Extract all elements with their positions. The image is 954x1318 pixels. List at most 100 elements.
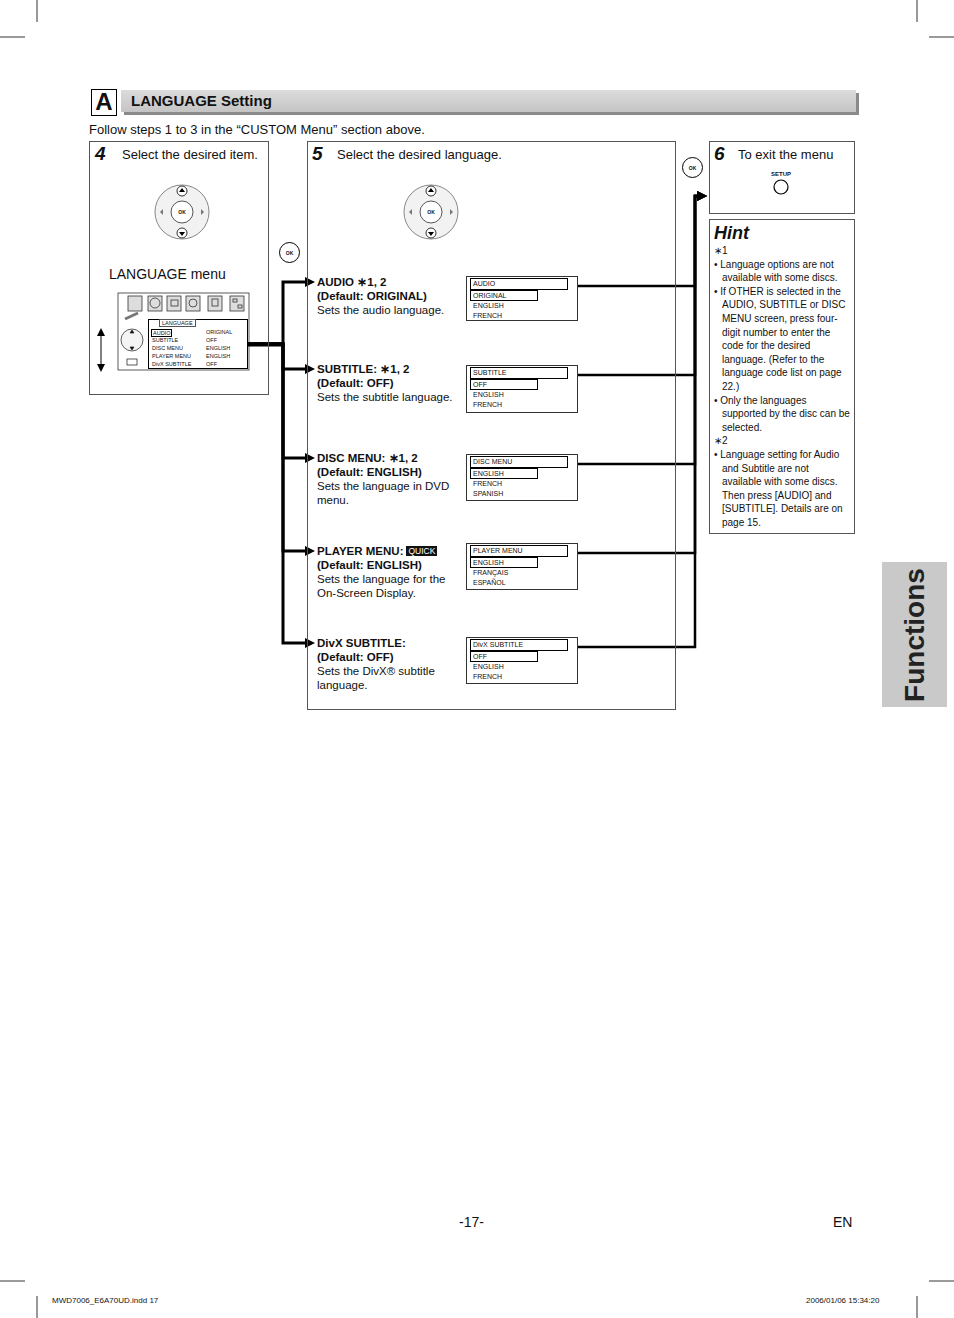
connector-arrow — [578, 191, 707, 286]
node-text: DISC MENU — [152, 345, 183, 351]
option-screen: DISC MENUENGLISHFRENCHSPANISH — [466, 454, 578, 501]
node-text: 5 — [312, 143, 323, 165]
node-text: To exit the menu — [738, 147, 833, 162]
node-text: 4 — [95, 143, 106, 165]
option-screen: SUBTITLEOFFENGLISHFRENCH — [466, 365, 578, 413]
page-number: -17- — [459, 1214, 484, 1230]
node-text: FRENCH — [470, 479, 574, 489]
node-text: Sets the subtitle language. — [317, 390, 463, 404]
node-text: ∗2 — [714, 434, 850, 448]
node-text: PLAYER MENU: — [317, 545, 403, 557]
node-text: OFF — [470, 379, 538, 391]
node-text: DISC MENU: ∗1, 2 — [317, 451, 463, 465]
language-code: EN — [833, 1214, 852, 1230]
node-text: Sets the language in DVD menu. — [317, 479, 463, 507]
node-text: ENGLISH — [470, 390, 574, 400]
section-tab: Functions — [882, 562, 947, 707]
node-text: (Default: OFF) — [317, 376, 463, 390]
node-text: OK — [280, 243, 299, 263]
node-text: ESPAÑOL — [470, 578, 574, 588]
step-box: 4 Select the desired item. LANGUAGE menuLA… — [89, 141, 269, 395]
print-date: 2006/01/06 15:34:20 — [806, 1296, 879, 1305]
node-text: FRENCH — [470, 400, 574, 410]
connector-arrow — [248, 344, 315, 648]
setting-item: PLAYER MENU:QUICK (Default: ENGLISH)Sets … — [317, 544, 463, 600]
node-text: OFF — [206, 337, 217, 343]
node-text: OFF — [206, 361, 217, 367]
node-text: OFF — [470, 651, 538, 663]
node-text: • Language setting for Audio and Subtitl… — [714, 448, 850, 530]
node-text: ∗1 — [714, 244, 850, 258]
node-text: ENGLISH — [206, 345, 230, 351]
setting-item: AUDIO ∗1, 2(Default: ORIGINAL)Sets the a… — [317, 275, 463, 317]
node-text: DivX SUBTITLE — [152, 361, 191, 367]
option-screen: PLAYER MENUENGLISHFRANÇAISESPAÑOL — [466, 543, 578, 590]
option-screen: DivX SUBTITLEOFFENGLISHFRENCH — [466, 637, 578, 684]
instruction-note: Follow steps 1 to 3 in the “CUSTOM Menu”… — [89, 122, 425, 137]
language-menu: LANGUAGE AUDIO ORIGINAL SUBTITLE OFF DISC MEN… — [148, 319, 248, 369]
node-text: SUBTITLE — [152, 337, 178, 343]
node-text: QUICK — [406, 546, 437, 556]
node-text: Select the desired language. — [337, 147, 502, 162]
node-text: ENGLISH — [470, 468, 538, 480]
node-text: SUBTITLE — [470, 367, 568, 379]
connector-arrow — [578, 191, 707, 553]
node-text: ENGLISH — [470, 557, 538, 569]
file-name: MWD7006_E6A70UD.indd 17 — [52, 1296, 158, 1305]
ok-button: OK — [279, 242, 300, 263]
node-text: • Language options are not available wit… — [714, 258, 850, 285]
node-text: LANGUAGE Setting — [131, 92, 846, 109]
step-box: 5 Select the desired language. AUDIO ∗1, 2… — [307, 141, 676, 710]
node-text: (Default: ENGLISH) — [317, 465, 463, 479]
node-text: DivX SUBTITLE: — [317, 636, 463, 650]
node-text: FRENCH — [470, 311, 574, 321]
node-text: PLAYER MENU — [470, 545, 568, 557]
button-label: OK — [178, 209, 186, 215]
joystick-step5 — [404, 185, 458, 239]
ok-button: OK — [682, 157, 703, 178]
node-text: LANGUAGE — [159, 319, 196, 327]
node-text: Sets the DivX® subtitle language. — [317, 664, 463, 692]
section-band: LANGUAGE Setting — [121, 90, 856, 112]
hint-box: Hint∗1• Language options are not availab… — [709, 219, 855, 534]
node-text: AUDIO — [151, 329, 172, 337]
node-text: (Default: OFF) — [317, 650, 463, 664]
node-text: OK — [683, 158, 702, 178]
node-text: Select the desired item. — [122, 147, 258, 162]
node-text: ENGLISH — [470, 301, 574, 311]
node-text: Sets the language for the On-Screen Disp… — [317, 572, 463, 600]
button-label: SETUP — [771, 171, 791, 177]
node-text: LANGUAGE menu — [109, 266, 226, 282]
connector-arrow — [578, 191, 707, 375]
node-text: ORIGINAL — [470, 290, 538, 302]
node-text: SPANISH — [470, 489, 574, 499]
node-text: PLAYER MENU — [152, 353, 191, 359]
node-text: Hint — [714, 222, 850, 244]
node-text: DivX SUBTITLE — [470, 639, 568, 651]
node-text: FRENCH — [470, 672, 574, 682]
setting-item: DivX SUBTITLE:(Default: OFF)Sets the Div… — [317, 636, 463, 692]
setup-button — [774, 180, 788, 194]
node-text: A — [92, 90, 116, 114]
node-text: ENGLISH — [206, 353, 230, 359]
node-text: • Only the languages supported by the di… — [714, 394, 850, 435]
button-label: OK — [427, 209, 435, 215]
node-text: (Default: ORIGINAL) — [317, 289, 463, 303]
node-text: AUDIO ∗1, 2 — [317, 275, 463, 289]
node-text: Functions — [899, 568, 931, 702]
node-text: DISC MENU — [470, 456, 568, 468]
node-text: (Default: ENGLISH) — [317, 558, 463, 572]
updown-arrow — [97, 328, 105, 372]
connector-arrow — [578, 191, 707, 464]
connector-arrow — [248, 277, 315, 344]
setting-item: SUBTITLE: ∗1, 2(Default: OFF)Sets the su… — [317, 362, 463, 404]
node-text: ENGLISH — [470, 662, 574, 672]
setting-item: DISC MENU: ∗1, 2(Default: ENGLISH)Sets t… — [317, 451, 463, 507]
joystick-step4 — [155, 185, 209, 239]
menu-screen-frame — [118, 293, 249, 370]
node-text: SUBTITLE: ∗1, 2 — [317, 362, 463, 376]
node-text: 6 — [714, 143, 725, 165]
node-text: ORIGINAL — [206, 329, 232, 335]
